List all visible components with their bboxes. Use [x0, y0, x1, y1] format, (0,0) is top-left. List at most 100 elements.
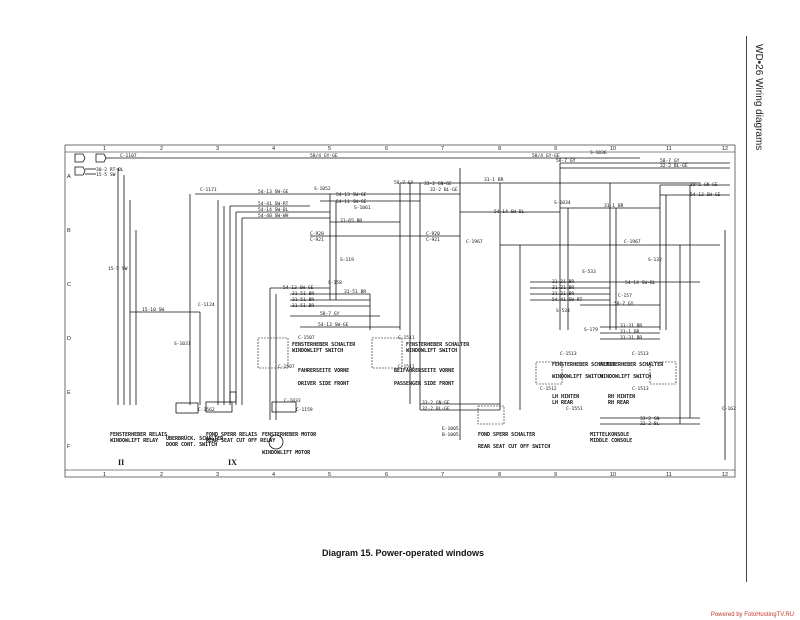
- svg-text:54-41 SW-RT: 54-41 SW-RT: [258, 201, 289, 207]
- svg-text:S-158: S-158: [328, 280, 342, 286]
- svg-text:F: F: [67, 444, 71, 450]
- svg-text:ÜBERBRÜCK. SCHALTER: ÜBERBRÜCK. SCHALTER: [166, 435, 224, 442]
- svg-text:C-162: C-162: [722, 406, 736, 412]
- grid-rows: A B C D E F: [67, 174, 71, 450]
- svg-text:10: 10: [610, 472, 616, 478]
- section-title: WD•26 Wiring diagrams: [753, 44, 764, 151]
- svg-text:C-1507: C-1507: [278, 364, 295, 370]
- svg-text:S-534: S-534: [556, 308, 570, 314]
- svg-text:C: C: [67, 282, 71, 288]
- svg-text:31-1 BR: 31-1 BR: [484, 177, 504, 183]
- svg-text:C-1159: C-1159: [296, 407, 313, 413]
- svg-text:FENSTERHEBER RELAIS: FENSTERHEBER RELAIS: [110, 432, 167, 438]
- svg-text:32-2 BL: 32-2 BL: [640, 421, 660, 427]
- svg-text:S-1034: S-1034: [554, 200, 571, 206]
- svg-text:C-1033: C-1033: [284, 398, 301, 404]
- svg-text:II: II: [118, 458, 124, 467]
- svg-text:MIDDLE CONSOLE: MIDDLE CONSOLE: [590, 438, 632, 444]
- svg-text:E: E: [67, 390, 71, 396]
- svg-text:D: D: [67, 336, 71, 342]
- svg-text:15-10 SW: 15-10 SW: [142, 307, 164, 313]
- svg-text:31-31 BR: 31-31 BR: [552, 291, 574, 297]
- svg-text:C-1513: C-1513: [632, 351, 649, 357]
- svg-text:54-41 SW-RT: 54-41 SW-RT: [552, 297, 583, 303]
- svg-text:C-920: C-920: [426, 231, 440, 237]
- svg-text:S-1031: S-1031: [174, 341, 191, 347]
- input-connectors: 30-2 RT-BL 15-5 SW C-1107: [74, 153, 137, 178]
- svg-text:C-1562: C-1562: [198, 407, 215, 413]
- svg-text:C-1511: C-1511: [398, 364, 415, 370]
- svg-text:31-31 BR: 31-31 BR: [552, 279, 574, 285]
- svg-text:54-14 SW-BL: 54-14 SW-BL: [258, 207, 289, 213]
- svg-text:C-1507: C-1507: [298, 335, 315, 341]
- svg-text:C-1171: C-1171: [200, 187, 217, 193]
- svg-text:3: 3: [216, 472, 219, 478]
- grid-top: 1 2 3 4 5 6 7 8 9 10 11 12: [103, 146, 728, 152]
- svg-text:RH REAR: RH REAR: [608, 400, 630, 406]
- wire-bus: 58/4 GY-GE 58/4 GY-GE S-1036 58-7 GY 58-…: [106, 150, 736, 438]
- svg-text:11: 11: [666, 146, 672, 152]
- page-rule: [746, 36, 747, 582]
- svg-text:FAHRERSEITE VORNE: FAHRERSEITE VORNE: [298, 368, 349, 374]
- svg-text:S-1052: S-1052: [314, 186, 331, 192]
- svg-text:WINDOWLIFT MOTOR: WINDOWLIFT MOTOR: [262, 450, 311, 456]
- svg-text:1: 1: [103, 472, 106, 478]
- svg-text:FENSTERHEBER SCHALTER: FENSTERHEBER SCHALTER: [600, 362, 664, 368]
- credit-link[interactable]: Powered by FotoHostingTV.RU: [710, 612, 794, 618]
- svg-text:5: 5: [328, 472, 331, 478]
- svg-text:54-14 SW-BL: 54-14 SW-BL: [625, 280, 656, 286]
- svg-text:C-1967: C-1967: [624, 239, 641, 245]
- svg-text:BEIFAHRERSEITE VORNE: BEIFAHRERSEITE VORNE: [394, 368, 454, 374]
- component-blocks: [175, 337, 677, 450]
- grid-bottom: 1 2 3 4 5 6 7 8 9 10 11 12: [103, 472, 728, 478]
- svg-text:S-132: S-132: [648, 257, 662, 263]
- svg-text:2: 2: [160, 472, 163, 478]
- svg-text:6: 6: [385, 146, 388, 152]
- svg-text:4: 4: [272, 146, 275, 152]
- svg-text:E-1005: E-1005: [442, 426, 459, 432]
- svg-text:31-51 BR: 31-51 BR: [292, 303, 314, 309]
- svg-text:C-920: C-920: [310, 231, 324, 237]
- svg-text:58/4 GY-GE: 58/4 GY-GE: [310, 153, 338, 159]
- svg-text:54-13 SW-GE: 54-13 SW-GE: [318, 322, 349, 328]
- svg-text:WINDOWLIFT RELAY: WINDOWLIFT RELAY: [110, 438, 158, 444]
- svg-text:C-1511: C-1511: [398, 335, 415, 341]
- svg-text:58-7 GY: 58-7 GY: [556, 158, 576, 164]
- svg-text:15-5 SW: 15-5 SW: [108, 266, 128, 272]
- svg-text:58/4 GY-GE: 58/4 GY-GE: [532, 153, 560, 159]
- svg-text:54-13 SW-GE: 54-13 SW-GE: [690, 192, 721, 198]
- svg-text:S-1036: S-1036: [590, 150, 607, 156]
- svg-text:1: 1: [103, 146, 106, 152]
- svg-text:54-13 SW-GE: 54-13 SW-GE: [258, 189, 289, 195]
- svg-text:54-14 SW-BL: 54-14 SW-BL: [494, 209, 525, 215]
- svg-text:31-31 BR: 31-31 BR: [620, 335, 642, 341]
- svg-text:S-179: S-179: [584, 327, 598, 333]
- svg-text:FENSTERHEBER SCHALTER: FENSTERHEBER SCHALTER: [552, 362, 616, 368]
- svg-text:9: 9: [554, 472, 557, 478]
- svg-text:REAR SEAT CUT OFF SWITCH: REAR SEAT CUT OFF SWITCH: [478, 444, 550, 450]
- svg-text:S-533: S-533: [582, 269, 596, 275]
- svg-text:32-2 BL-GE: 32-2 BL-GE: [422, 406, 450, 412]
- svg-text:6: 6: [385, 472, 388, 478]
- svg-text:5: 5: [328, 146, 331, 152]
- svg-text:12: 12: [722, 146, 728, 152]
- svg-text:7: 7: [441, 146, 444, 152]
- svg-text:54-11 SW-GE: 54-11 SW-GE: [336, 199, 367, 205]
- svg-text:C-921: C-921: [426, 237, 440, 243]
- svg-text:58-7 GY: 58-7 GY: [320, 311, 340, 317]
- svg-text:FOND SPERR RELAIS: FOND SPERR RELAIS: [206, 432, 257, 438]
- svg-text:31-31 BR: 31-31 BR: [620, 323, 642, 329]
- svg-text:10: 10: [610, 146, 616, 152]
- svg-text:WINDOWLIFT SWITCH: WINDOWLIFT SWITCH: [406, 348, 457, 354]
- svg-text:7: 7: [441, 472, 444, 478]
- svg-text:WINDOWLIFT SWITCH: WINDOWLIFT SWITCH: [292, 348, 343, 354]
- component-labels: FENSTERHEBER RELAIS WINDOWLIFT RELAY II …: [110, 342, 664, 467]
- svg-text:C-1513: C-1513: [560, 351, 577, 357]
- svg-text:RH HINTEN: RH HINTEN: [608, 394, 635, 400]
- svg-text:DOOR CONT. SWITCH: DOOR CONT. SWITCH: [166, 442, 217, 448]
- svg-text:C-921: C-921: [310, 237, 324, 243]
- svg-text:S-119: S-119: [340, 257, 354, 263]
- svg-text:8: 8: [498, 146, 501, 152]
- svg-text:54-13 SW-GE: 54-13 SW-GE: [336, 192, 367, 198]
- svg-text:31-1 BR: 31-1 BR: [620, 329, 640, 335]
